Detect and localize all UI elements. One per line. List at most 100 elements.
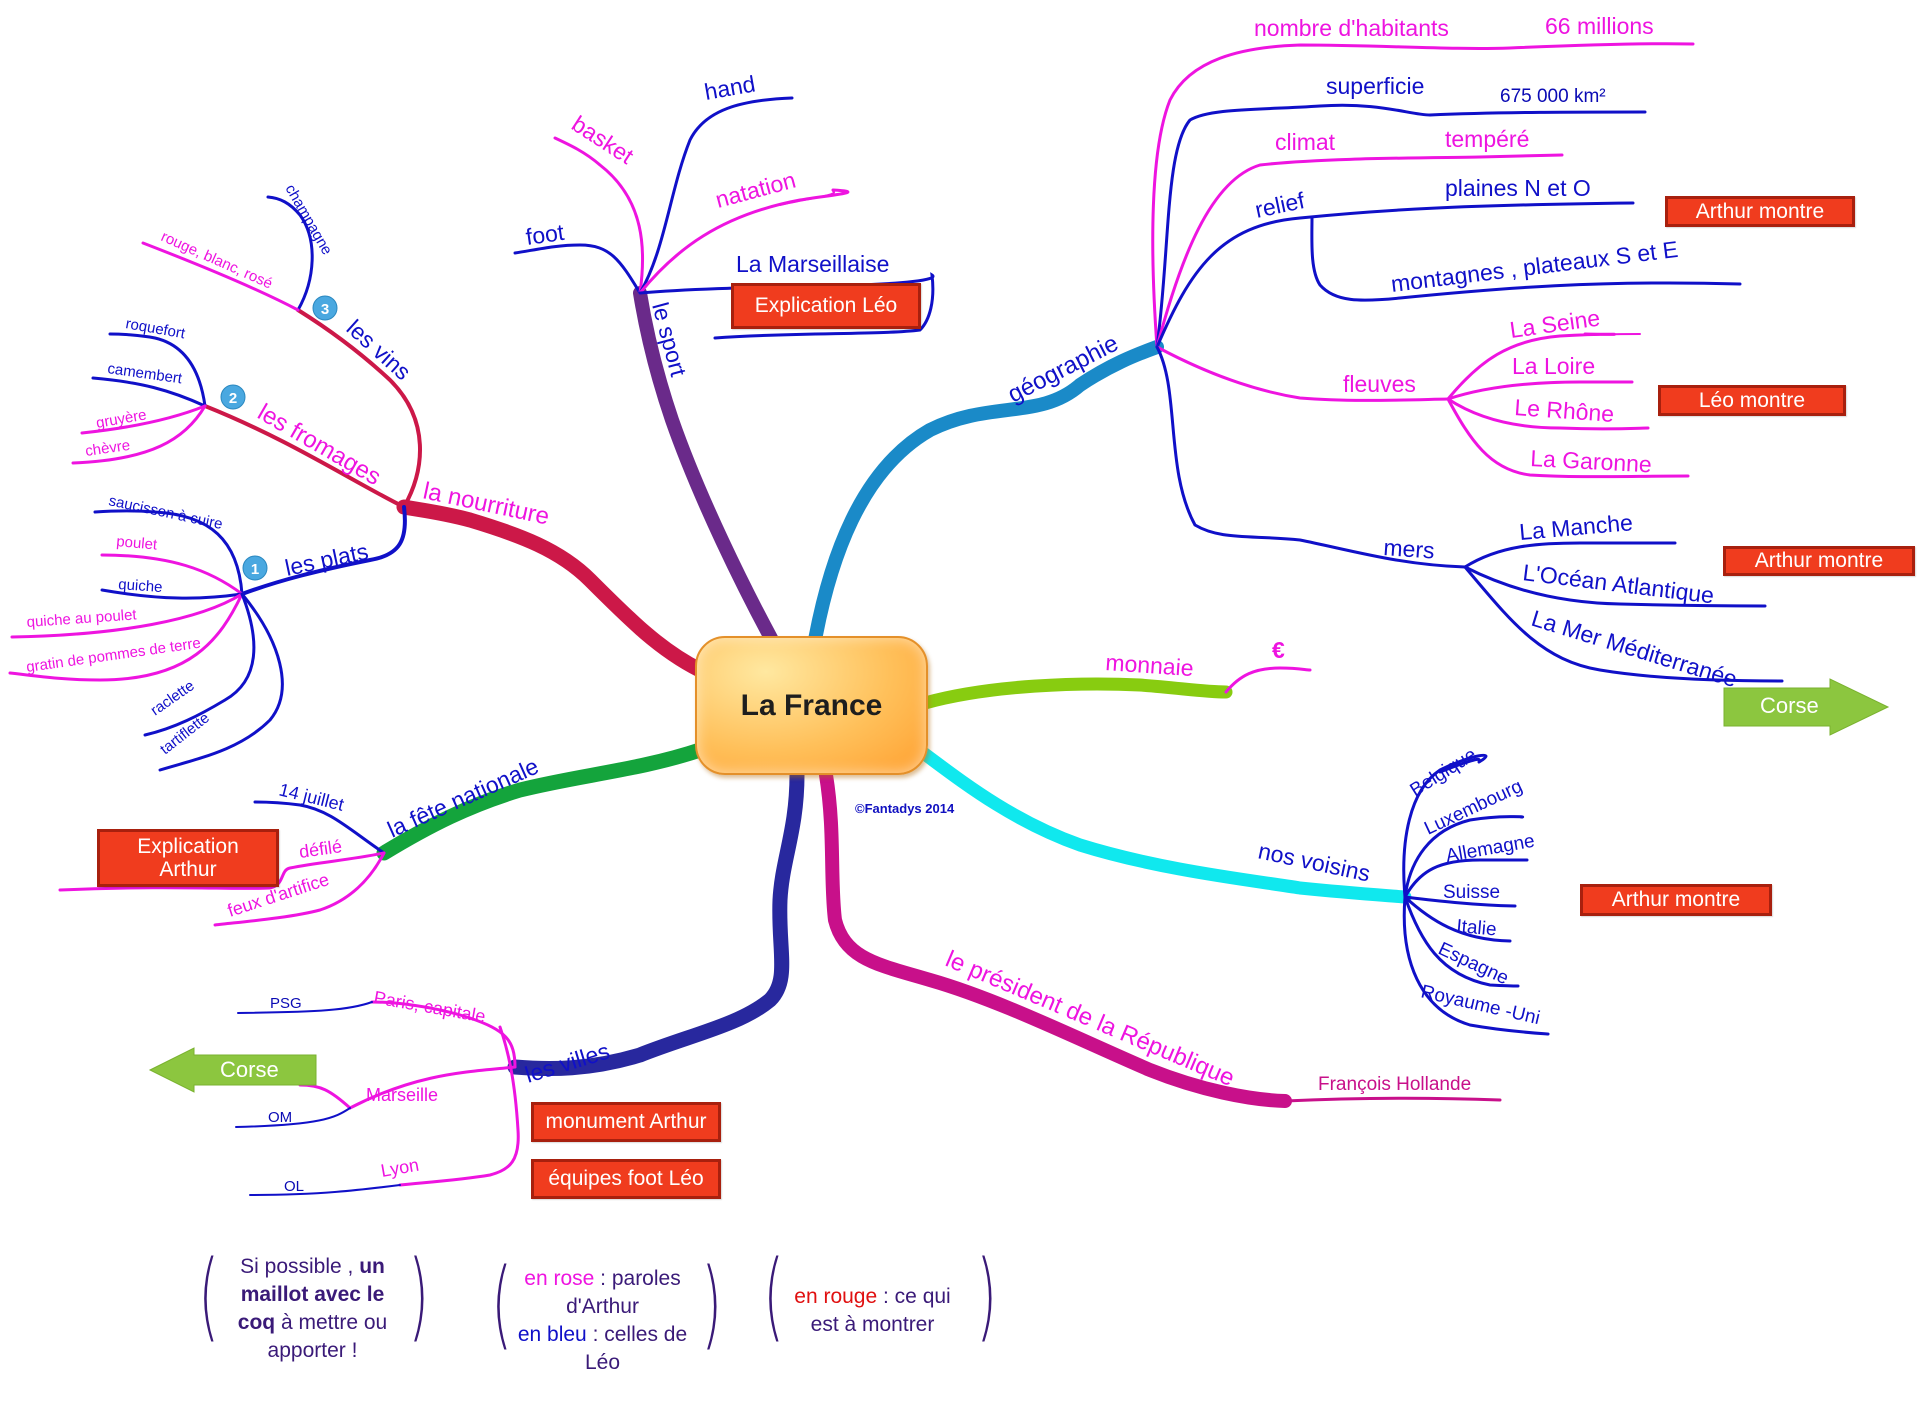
label-monnaie[interactable]: monnaie [1105,649,1195,681]
fromage-gruyere-line [80,404,207,435]
badge-plats: 1 [242,555,268,581]
nourriture-fromages-line [203,404,406,509]
label-marseillaise[interactable]: La Marseillaise [736,251,889,277]
note-couleurs-right-paren: ) [701,1248,723,1360]
plat-quiche: quiche [118,576,163,596]
team-ol: OL [284,1178,304,1195]
label-superficie[interactable]: superficie [1326,73,1424,99]
note-rouge-rest: : ce qui est à montrer [810,1285,951,1336]
value-climat: tempéré [1445,126,1529,152]
label-hand[interactable]: hand [702,70,757,104]
arrow-corse-right[interactable]: Corse [1722,678,1890,736]
badge-fromages: 2 [220,384,246,410]
branch-villes-trunk [507,767,805,1077]
team-psg-line [237,1001,373,1014]
fete-feux-line [213,851,386,927]
note-rouge: en rouge : ce qui est à montrer [785,1283,960,1339]
vin-champagne: champagne [282,182,336,258]
tag-explication-arthur[interactable]: Explication Arthur [97,829,279,887]
badge-fromages-text: 2 [229,390,237,407]
label-president[interactable]: le président de la République [942,946,1239,1092]
fleuve-seine-ext [1559,333,1641,337]
plat-quiche-poulet: quiche au poulet [26,606,138,631]
plat-gratin-line [8,592,244,682]
tag-fleuves-leo[interactable]: Léo montre [1658,385,1846,416]
note-maillot-text2: à mettre ou apporter ! [267,1311,388,1362]
arrow-left-icon [148,1047,317,1093]
plat-poulet: poulet [116,533,159,554]
label-foot[interactable]: foot [524,219,566,250]
mer-mediterranee: La Mer Méditerranée [1529,605,1741,692]
geo-fleuves-line [1155,345,1450,402]
branch-monnaie-trunk [918,677,1233,710]
tag-explication-leo[interactable]: Explication Léo [731,283,921,329]
note-rose-rest: : paroles d'Arthur [566,1267,681,1318]
sport-basket-line [553,136,645,295]
fleuve-garonne: La Garonne [1530,445,1653,477]
team-psg: PSG [270,995,302,1012]
label-habitants[interactable]: nombre d'habitants [1254,15,1449,41]
mer-manche-line [1463,541,1677,569]
fleuve-loire-line [1446,380,1634,401]
center-node[interactable]: La France [695,636,928,775]
value-superficie: 675 000 km² [1500,86,1606,107]
value-president: François Hollande [1318,1074,1471,1095]
plat-raclette-line [143,592,256,737]
arrow-corse-left[interactable]: Corse [148,1047,318,1093]
label-villes[interactable]: les villes [522,1038,613,1088]
tag-mers-arthur[interactable]: Arthur montre [1723,546,1915,576]
plat-saucisson-line [93,509,244,596]
plat-tartiflette: tartiflette [157,709,213,758]
note-maillot: Si possible , un maillot avec le coq à m… [225,1253,400,1365]
tag-monument-arthur[interactable]: monument Arthur [531,1102,721,1142]
tag-voisins-arthur[interactable]: Arthur montre [1580,884,1772,916]
voisin-belgique: Belgique [1407,744,1481,801]
badge-vins: 3 [312,295,338,321]
tag-explication-arthur-line2: Arthur [159,858,217,881]
label-climat[interactable]: climat [1275,129,1336,155]
fete-14juillet: 14 juillet [277,779,346,814]
note-maillot-left-paren: ( [198,1240,220,1352]
branch-geographie-trunk [808,340,1164,647]
fete-defile: défilé [298,836,343,862]
fleuve-rhone: Le Rhône [1514,394,1615,427]
ville-marseille-line [348,1065,517,1110]
geo-mers-line [1155,345,1467,569]
ville-marseille: Marseille [366,1085,438,1105]
label-plats[interactable]: les plats [283,538,371,581]
label-fleuves[interactable]: fleuves [1343,371,1416,397]
fleuve-loire: La Loire [1512,353,1595,379]
team-ol-line [249,1184,401,1196]
sport-natation-line-ext [779,190,836,206]
ville-paris-line [370,1000,517,1069]
label-mers[interactable]: mers [1383,534,1436,564]
tag-equipes-leo[interactable]: équipes foot Léo [531,1159,721,1199]
nourriture-plats-line [240,505,407,596]
ville-paris: Paris, capitale [372,987,487,1026]
branch-nourriture-trunk [396,499,708,678]
badge-vins-text: 3 [321,301,329,318]
label-natation[interactable]: natation [713,167,799,213]
plat-raclette: raclette [148,677,198,719]
geo-habitants-line [1151,42,1695,349]
note-rouge-word: en rouge [794,1285,878,1308]
value-monnaie: € [1272,637,1285,663]
monnaie-euro-line [1224,666,1312,694]
mer-atlantique: L'Océan Atlantique [1521,559,1715,608]
note-couleurs-left-paren: ( [491,1248,513,1360]
sport-hand-line [638,96,794,295]
mer-manche: La Manche [1518,509,1634,545]
fleuve-rhone-line [1446,397,1650,431]
president-hollande-line [1283,1096,1502,1103]
geo-superficie-line [1155,103,1647,349]
sport-foot-line [513,243,642,295]
arrow-right-icon [1723,678,1890,736]
vin-champagne-line [266,195,314,312]
tag-relief-arthur[interactable]: Arthur montre [1665,196,1855,227]
note-maillot-right-paren: ) [408,1240,430,1352]
label-basket[interactable]: basket [567,110,639,169]
branch-fete-trunk [376,742,708,861]
label-fromages[interactable]: les fromages [253,399,385,491]
note-bleu-rest: : celles de Léo [584,1323,688,1374]
